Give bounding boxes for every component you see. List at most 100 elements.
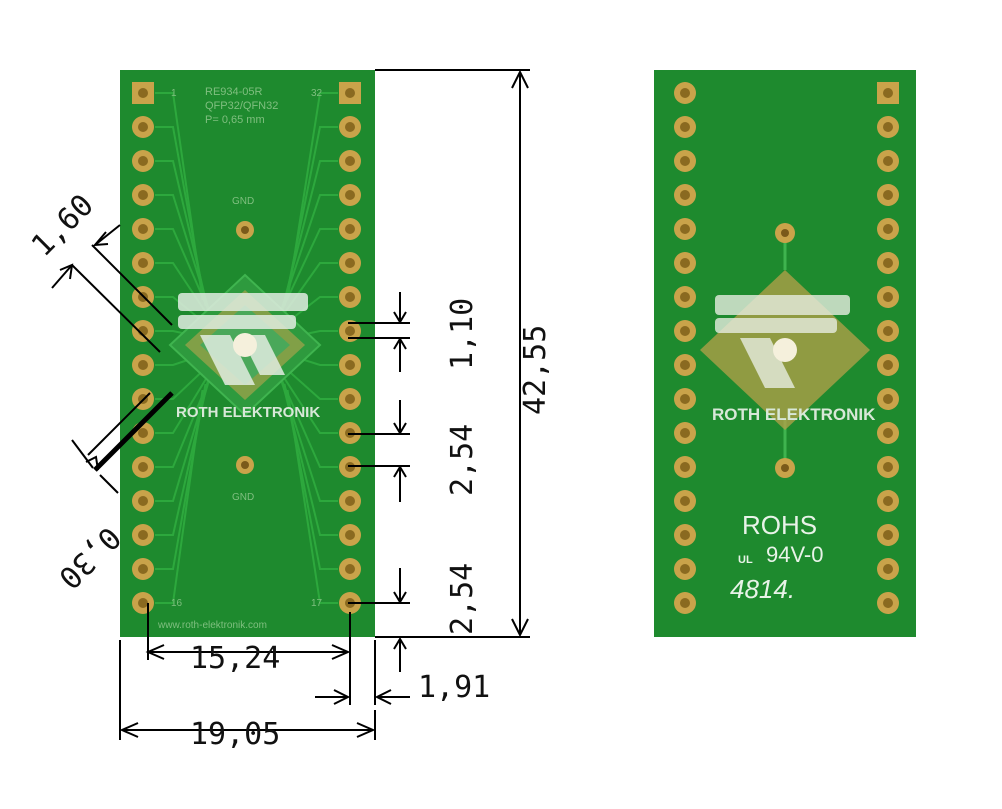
back-pad-left-5 xyxy=(674,218,696,240)
back-pad-right-2 xyxy=(877,116,899,138)
back-board: ROTH ELEKTRONIK ROHS UL 94V-0 4814. xyxy=(654,70,916,637)
trace xyxy=(277,194,338,319)
trace xyxy=(286,92,338,301)
back-pad-right-15 xyxy=(877,558,899,580)
dim-pad-width: 1,60 xyxy=(25,188,101,264)
dim-edge-offset: 1,91 xyxy=(418,670,490,705)
back-pad-left-8 xyxy=(674,320,696,342)
pin1-label: 1 xyxy=(171,88,177,99)
front-pad-right-19 xyxy=(339,524,361,546)
trace xyxy=(155,194,213,319)
front-pad-left-15 xyxy=(132,558,154,580)
front-pad-right-27 xyxy=(339,252,361,274)
back-pad-left-7 xyxy=(674,286,696,308)
front-pad-left-14 xyxy=(132,524,154,546)
back-pad-right-9 xyxy=(877,354,899,376)
dim-pad-gap: 0,30 xyxy=(51,519,127,595)
front-label-line3: P= 0,65 mm xyxy=(205,114,265,126)
back-roth-logo xyxy=(715,295,850,388)
back-pads xyxy=(674,82,899,614)
website-label: www.roth-elektronik.com xyxy=(157,620,267,631)
front-pad-left-1 xyxy=(132,82,154,104)
front-pad-right-29 xyxy=(339,184,361,206)
pin16-label: 16 xyxy=(171,598,183,609)
back-logo-text: ROTH ELEKTRONIK xyxy=(712,405,876,424)
front-pad-left-8 xyxy=(132,320,154,342)
back-pad-left-9 xyxy=(674,354,696,376)
back-pad-right-4 xyxy=(877,184,899,206)
front-pad-right-24 xyxy=(339,354,361,376)
front-pad-right-32 xyxy=(339,82,361,104)
front-pad-left-5 xyxy=(132,218,154,240)
front-pad-left-2 xyxy=(132,116,154,138)
front-pad-left-6 xyxy=(132,252,154,274)
front-pad-left-13 xyxy=(132,490,154,512)
back-pad-right-12 xyxy=(877,456,899,478)
back-pad-left-4 xyxy=(674,184,696,206)
front-pad-right-23 xyxy=(339,388,361,410)
trace xyxy=(274,228,338,325)
front-logo-text: ROTH ELEKTRONIK xyxy=(176,404,320,421)
roth-logo xyxy=(178,293,308,385)
back-pad-left-1 xyxy=(674,82,696,104)
back-pad-right-13 xyxy=(877,490,899,512)
ul-mark-icon: UL xyxy=(738,554,753,566)
front-board: ROTH ELEKTRONIK RE934-05R QFP32/QFN32 P=… xyxy=(120,70,375,637)
dimension-lines xyxy=(51,69,530,740)
ul-rating: 94V-0 xyxy=(766,542,824,567)
back-pad-left-2 xyxy=(674,116,696,138)
back-pad-left-14 xyxy=(674,524,696,546)
back-pad-left-10 xyxy=(674,388,696,410)
back-pad-right-3 xyxy=(877,150,899,172)
front-pad-left-12 xyxy=(132,456,154,478)
back-pad-right-5 xyxy=(877,218,899,240)
gnd-bottom-label: GND xyxy=(232,492,254,503)
back-pad-left-16 xyxy=(674,592,696,614)
trace xyxy=(274,365,338,468)
back-pad-left-3 xyxy=(674,150,696,172)
trace xyxy=(280,160,338,313)
back-pad-right-14 xyxy=(877,524,899,546)
back-pad-right-10 xyxy=(877,388,899,410)
front-label-line2: QFP32/QFN32 xyxy=(205,100,278,112)
trace xyxy=(286,389,338,604)
back-pad-right-16 xyxy=(877,592,899,614)
dim-width: 19,05 xyxy=(190,717,280,752)
front-pad-left-4 xyxy=(132,184,154,206)
trace xyxy=(155,228,216,325)
back-pad-left-15 xyxy=(674,558,696,580)
back-pad-right-8 xyxy=(877,320,899,342)
back-pad-right-1 xyxy=(877,82,899,104)
dim-pitch-small: 1,10 xyxy=(445,298,480,370)
rohs-label: ROHS xyxy=(742,510,817,540)
back-pad-right-6 xyxy=(877,252,899,274)
back-pad-right-7 xyxy=(877,286,899,308)
front-pad-right-30 xyxy=(339,150,361,172)
back-pad-left-11 xyxy=(674,422,696,444)
trace xyxy=(271,359,338,434)
front-pad-left-9 xyxy=(132,354,154,376)
dim-height: 42,55 xyxy=(518,325,553,415)
trace xyxy=(155,389,204,604)
pin17-label: 17 xyxy=(311,598,323,609)
front-pad-left-16 xyxy=(132,592,154,614)
back-pad-right-11 xyxy=(877,422,899,444)
pin32-label: 32 xyxy=(311,88,323,99)
back-pad-left-13 xyxy=(674,490,696,512)
trace xyxy=(155,359,219,434)
dim-row-spacing: 15,24 xyxy=(190,641,280,676)
front-pad-right-31 xyxy=(339,116,361,138)
front-label-line1: RE934-05R xyxy=(205,86,263,98)
date-code: 4814. xyxy=(730,574,795,604)
back-pad-left-6 xyxy=(674,252,696,274)
trace xyxy=(155,160,210,313)
front-pad-right-20 xyxy=(339,490,361,512)
front-pad-right-25 xyxy=(339,320,361,342)
trace xyxy=(155,126,207,307)
back-pad-left-12 xyxy=(674,456,696,478)
dim-pitch-a: 2,54 xyxy=(445,424,480,496)
dim-pitch-b: 2,54 xyxy=(445,563,480,635)
front-pad-right-18 xyxy=(339,558,361,580)
trace xyxy=(283,126,338,307)
